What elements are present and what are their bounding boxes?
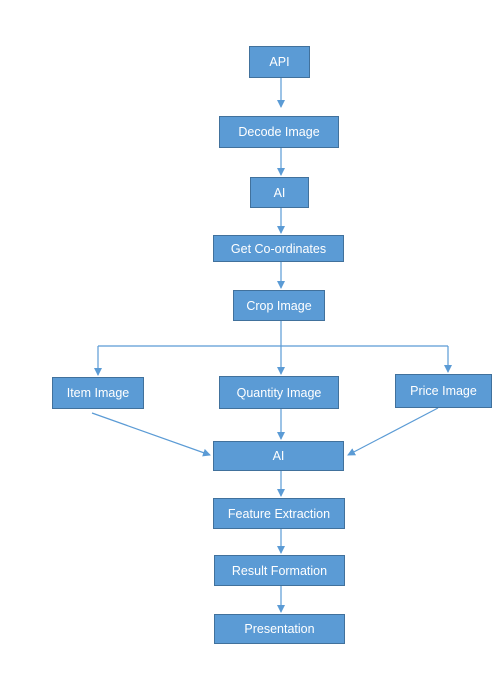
node-api: API (249, 46, 310, 78)
arrow-price-image-to-ai (347, 407, 439, 456)
node-presentation: Presentation (214, 614, 345, 644)
node-result-formation: Result Formation (214, 555, 345, 586)
node-item-image: Item Image (52, 377, 144, 409)
node-ai-merge: AI (213, 441, 344, 471)
node-decode-image: Decode Image (219, 116, 339, 148)
node-crop-image: Crop Image (233, 290, 325, 321)
node-price-image: Price Image (395, 374, 492, 408)
node-ai-top: AI (250, 177, 309, 208)
node-get-coordinates: Get Co-ordinates (213, 235, 344, 262)
node-quantity-image: Quantity Image (219, 376, 339, 409)
arrow-item-image-to-ai (91, 412, 211, 457)
node-feature-extraction: Feature Extraction (213, 498, 345, 529)
